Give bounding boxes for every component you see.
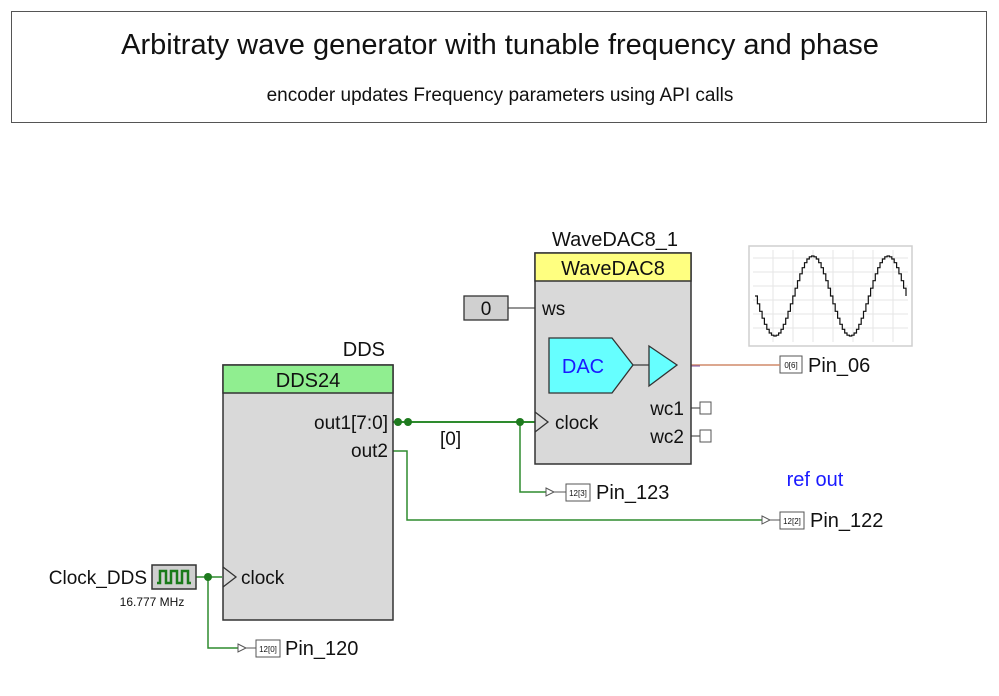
pin-06-tag: 0[6]: [784, 361, 797, 370]
pin-123-tag: 12[3]: [569, 489, 587, 498]
wire-to-pin123[interactable]: [519, 422, 546, 493]
dac-label: DAC: [562, 356, 604, 378]
wavedac-header: [534, 252, 692, 282]
pin-122-arrow-icon: [761, 515, 772, 525]
buffer-icon: [648, 344, 679, 388]
pin-122-icon: [779, 511, 805, 530]
title-box: Arbitraty wave generator with tunable fr…: [11, 11, 987, 123]
pin-120-arrow-icon: [237, 643, 248, 653]
clock-component[interactable]: Clock_DDS 16.777 MHz: [49, 564, 197, 609]
pin-123[interactable]: 12[3] Pin_123: [545, 482, 669, 504]
clock-frequency: 16.777 MHz: [120, 595, 185, 609]
dds-block[interactable]: DDS DDS24 out1[7:0] out2 clock: [222, 339, 394, 621]
dds-component-name: DDS24: [276, 370, 340, 392]
junction-dot: [394, 418, 402, 426]
dds-port-out2: out2: [351, 441, 388, 462]
wavedac-port-clock: clock: [555, 413, 599, 434]
dds-body[interactable]: [222, 364, 394, 621]
wavedac-component-name: WaveDAC8: [561, 258, 665, 280]
pin-06-label: Pin_06: [808, 355, 870, 377]
pin-122-tag: 12[2]: [783, 517, 801, 526]
wire-clock-to-pin120[interactable]: [207, 577, 238, 649]
dds-port-out1: out1[7:0]: [314, 413, 388, 434]
wavedac-clock-triangle: [534, 411, 550, 433]
clock-pulse-icon: [157, 569, 191, 585]
wavedac-port-wc1: wc1: [649, 399, 684, 420]
wire-out2-to-pin122[interactable]: [393, 450, 762, 521]
pin-06[interactable]: 0[6] Pin_06: [762, 355, 870, 377]
wavedac-instance-name: WaveDAC8_1: [552, 229, 678, 251]
pin-123-label: Pin_123: [596, 482, 669, 504]
dds-port-clock: clock: [241, 568, 285, 589]
waveform-sine: [755, 255, 907, 337]
pin-120-icon: [255, 639, 281, 658]
dac-icon: [548, 337, 634, 394]
pin-123-icon: [565, 483, 591, 502]
junction-dot: [516, 418, 524, 426]
wavedac-port-wc2: wc2: [649, 427, 684, 448]
wires: [196, 307, 762, 649]
junction-dot: [404, 418, 412, 426]
wc2-terminal-icon: [699, 429, 712, 443]
bus-label: [0]: [440, 429, 461, 450]
waveform-preview: [748, 245, 913, 347]
clock-name: Clock_DDS: [49, 568, 147, 589]
dds-clock-triangle: [222, 566, 238, 588]
ws-constant-value: 0: [481, 299, 492, 320]
pin-123-arrow-icon: [545, 487, 556, 497]
wavedac-port-ws: ws: [541, 299, 565, 320]
pin-122[interactable]: 12[2] Pin_122: [761, 510, 883, 532]
wavedac-block[interactable]: WaveDAC8_1 WaveDAC8 ws DAC clock wc1 wc2: [534, 229, 712, 465]
dds-header: [222, 364, 394, 394]
dds-instance-name: DDS: [343, 339, 385, 361]
page-subtitle: encoder updates Frequency parameters usi…: [266, 85, 734, 106]
ws-constant-box[interactable]: [463, 295, 509, 321]
junction-dot: [204, 573, 212, 581]
ref-out-annotation: ref out: [787, 469, 844, 491]
pin-120[interactable]: 12[0] Pin_120: [237, 638, 358, 660]
pin-120-tag: 12[0]: [259, 645, 277, 654]
pin-122-label: Pin_122: [810, 510, 883, 532]
page-title: Arbitraty wave generator with tunable fr…: [121, 29, 879, 61]
clock-icon[interactable]: [151, 564, 197, 590]
pin-120-label: Pin_120: [285, 638, 358, 660]
wc1-terminal-icon: [699, 401, 712, 415]
ws-constant[interactable]: 0: [463, 295, 509, 321]
